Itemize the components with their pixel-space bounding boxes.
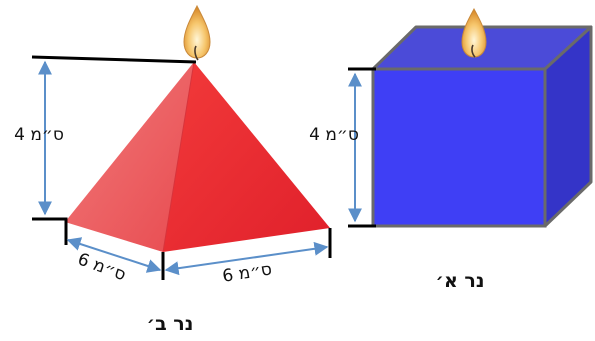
cube-front-face <box>371 67 547 228</box>
pyramid-right-face <box>163 62 330 252</box>
pyramid-edge <box>162 61 195 253</box>
candle-a-caption: נר א׳ <box>436 270 485 292</box>
pyramid-height-label: 4 ס״מ <box>14 125 64 145</box>
pyramid-base-reference-line <box>32 217 68 245</box>
pyramid-base-left-arrow <box>66 237 162 273</box>
pyramid-base-left-label: 6 ס״מ <box>75 249 129 285</box>
candle-b-caption: נר ב׳ <box>147 313 194 335</box>
candle-b-pyramid <box>65 61 330 253</box>
pyramid-base-right-label: 6 ס״מ <box>221 259 273 287</box>
pyramid-base-right-arrow <box>164 241 329 276</box>
flame-icon <box>183 4 211 61</box>
candle-a-cube <box>371 25 593 228</box>
flame-icon <box>461 7 487 58</box>
pyramid-left-face <box>65 62 194 252</box>
pyramid-top-reference-line <box>31 55 197 64</box>
cube-height-label: 4 ס״מ <box>309 125 359 145</box>
